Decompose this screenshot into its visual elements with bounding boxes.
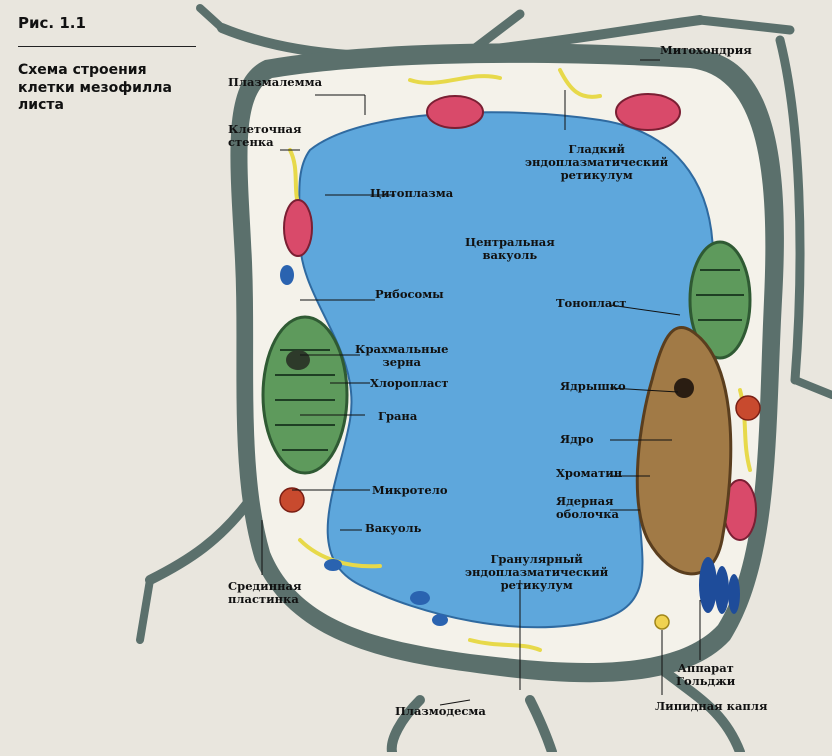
caption-rule bbox=[18, 46, 196, 47]
label-chromatin: Хроматин bbox=[556, 466, 623, 480]
label-microbody: Микротело bbox=[372, 483, 448, 497]
chloroplast-left bbox=[261, 315, 349, 475]
nucleus bbox=[635, 326, 733, 576]
mitochondria bbox=[283, 93, 757, 541]
label-tonoplast: Тонопласт bbox=[556, 296, 627, 310]
label-cytoplasm: Цитоплазма bbox=[370, 186, 454, 200]
label-mitochondrion: Митохондрия bbox=[660, 43, 752, 57]
label-plasmodesma: Плазмодесма bbox=[395, 704, 486, 718]
label-nucleolus: Ядрышко bbox=[560, 379, 626, 393]
golgi-apparatus bbox=[699, 557, 740, 614]
leader-lines bbox=[261, 59, 701, 706]
label-plasmalemma: Плазмалемма bbox=[228, 75, 323, 89]
small-vacuoles bbox=[280, 265, 448, 626]
figure-number: Рис. 1.1 bbox=[18, 14, 86, 32]
label-chloroplast: Хлоропласт bbox=[370, 376, 449, 390]
label-nucleus: Ядро bbox=[560, 432, 594, 446]
nucleolus bbox=[674, 378, 694, 398]
figure-title: Схема строения клетки мезофилла листа bbox=[18, 62, 172, 113]
label-lipid-drop: Липидная капля bbox=[655, 699, 768, 713]
lipid-drop bbox=[654, 614, 670, 630]
label-ribosomes: Рибосомы bbox=[375, 287, 444, 301]
label-grana: Грана bbox=[378, 409, 418, 423]
chloroplast-right bbox=[688, 240, 752, 360]
label-vacuole: Вакуоль bbox=[365, 521, 422, 535]
microbodies bbox=[279, 395, 761, 513]
